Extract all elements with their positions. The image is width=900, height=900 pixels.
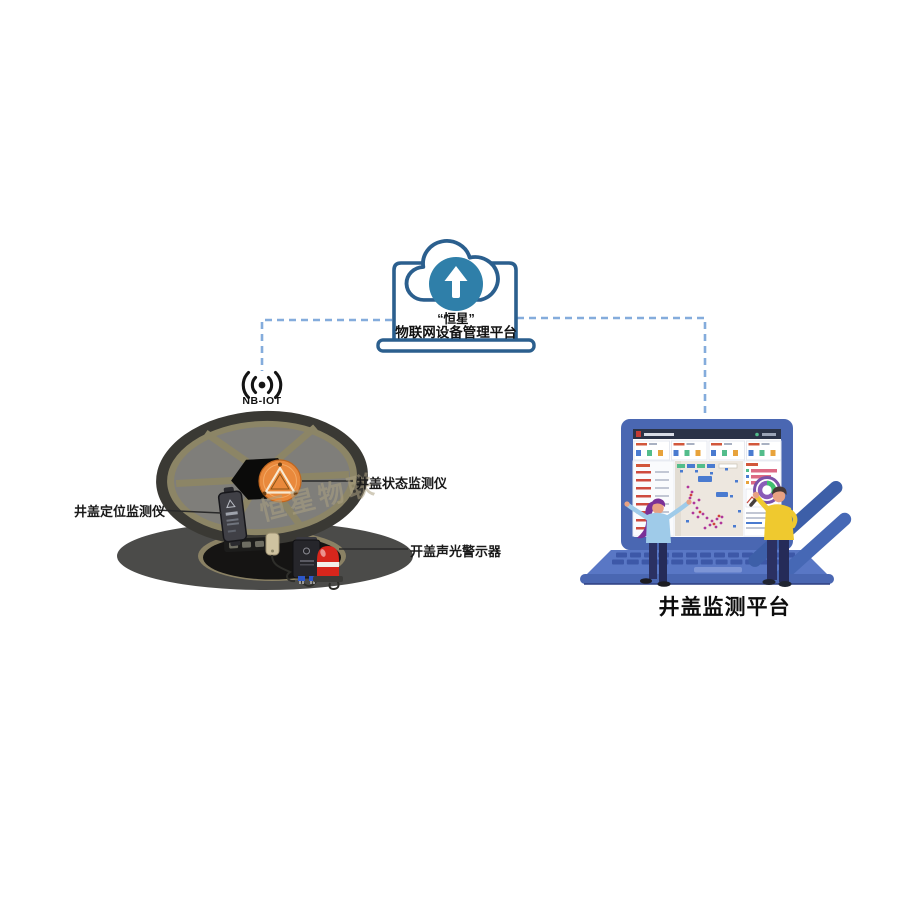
label-position-monitor: 井盖定位监测仪 — [74, 504, 166, 519]
alarm-device — [271, 537, 343, 591]
person-left — [624, 498, 692, 587]
monitor-laptop — [580, 419, 852, 585]
label-open-alarm: 开盖声光警示器 — [410, 544, 502, 559]
connector-left-dashed-line — [260, 318, 392, 371]
dashboard-map — [675, 461, 743, 536]
status-monitor-device — [258, 459, 302, 503]
laptop-base — [580, 574, 834, 584]
dashboard-stat-cards — [633, 440, 782, 461]
cloud-platform-title-line1: “恒星” — [437, 312, 475, 326]
label-status-monitor: 井盖状态监测仪 — [356, 476, 448, 491]
dashboard-header — [633, 429, 781, 439]
connector-right-dashed-line — [517, 316, 707, 417]
label-leader-lines — [155, 480, 408, 550]
upload-arrow-icon — [444, 266, 468, 298]
position-monitor-device — [217, 486, 248, 547]
nbiot-signal-icon — [241, 370, 283, 400]
laptop-touchpad — [694, 567, 742, 573]
alarm-beacon-light — [313, 546, 343, 582]
cloud-upload-icon — [404, 239, 500, 311]
person-right — [752, 486, 798, 587]
nbiot-label: NB-IOT — [242, 395, 282, 407]
cloud-platform-title-line2: 物联网设备管理平台 — [395, 325, 517, 340]
laptop-caption: 井盖监测平台 — [658, 596, 791, 619]
alarm-controller-box — [292, 537, 321, 584]
laptop-base-shadow — [584, 583, 830, 585]
